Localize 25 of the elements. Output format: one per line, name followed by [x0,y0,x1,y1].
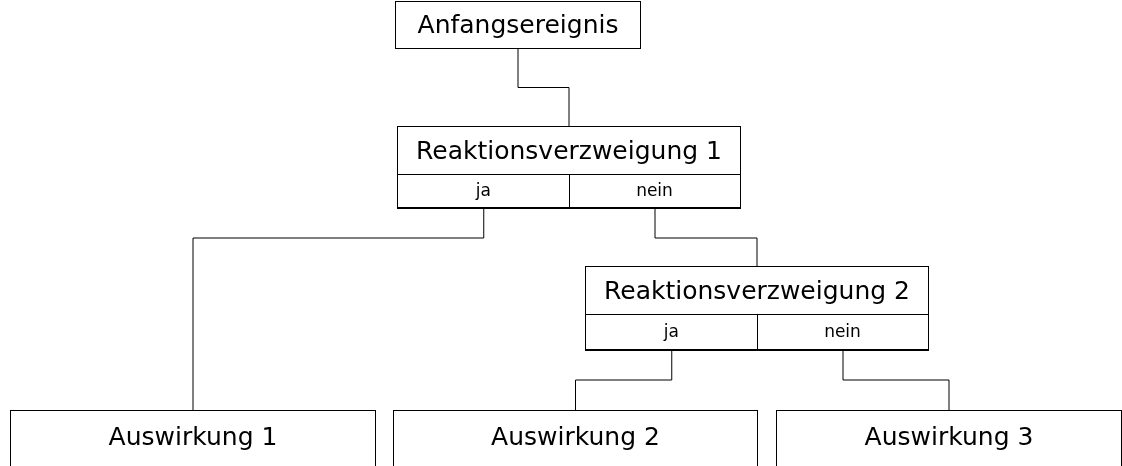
connector-line [654,208,758,267]
box-label: ja [663,320,679,343]
box-label: ja [475,179,491,202]
process-box [393,410,758,466]
connector-line [575,350,673,411]
box-label: Anfangsereignis [417,9,619,41]
box-label: nein [824,320,861,343]
process-box [776,410,1122,466]
connector-line [192,208,485,411]
box-label: Reaktionsverzweigung 1 [416,135,722,167]
box-label: Auswirkung 3 [864,421,1034,453]
process-box [397,126,741,209]
process-box [10,410,376,466]
table-cell [396,174,570,208]
table-cell [568,174,741,208]
process-box [585,266,929,351]
connector-line [842,350,950,411]
box-label: Auswirkung 2 [491,421,660,453]
box-label: nein [636,179,673,202]
table-cell [756,314,929,350]
box-label: Auswirkung 1 [108,421,278,453]
table-cell [584,314,758,350]
box-label: Reaktionsverzweigung 2 [604,275,910,307]
process-box [395,1,641,49]
connector-line [517,48,570,127]
